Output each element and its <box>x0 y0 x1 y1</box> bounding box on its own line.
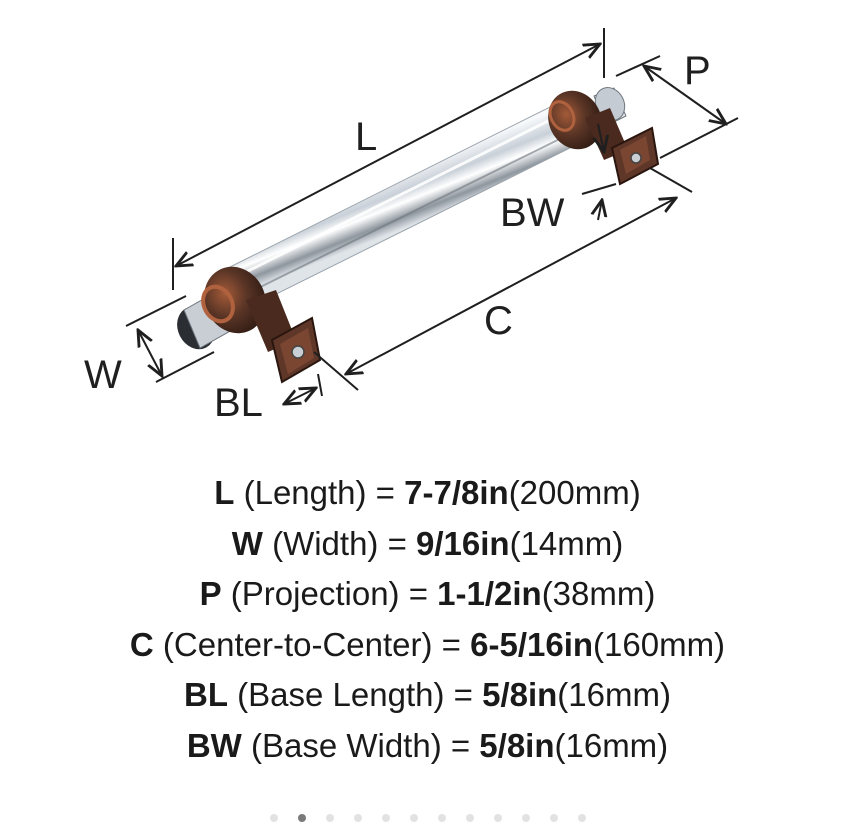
carousel-dot[interactable] <box>325 814 334 822</box>
spec-name: (Center-to-Center) = <box>153 625 471 663</box>
label-P: P <box>684 49 711 93</box>
carousel-dot[interactable] <box>521 814 530 822</box>
spec-metric: (16mm) <box>557 676 671 713</box>
left-post <box>201 266 322 384</box>
carousel-dot[interactable] <box>577 814 586 822</box>
spec-name: (Length) = <box>234 474 405 511</box>
spec-abbr: W <box>231 524 263 562</box>
spec-imperial: 9/16in <box>416 524 510 562</box>
spec-abbr: P <box>199 575 222 612</box>
spec-imperial: 5/8in <box>482 676 558 713</box>
label-BL: BL <box>214 381 263 425</box>
label-W: W <box>84 353 122 397</box>
spec-abbr: BW <box>186 726 242 764</box>
spec-projection: P (Projection) = 1-1/2in(38mm) <box>0 569 855 620</box>
spec-imperial: 7-7/8in <box>404 474 509 511</box>
carousel-dot[interactable] <box>381 814 390 822</box>
carousel-dot[interactable] <box>493 814 502 822</box>
spec-metric: (38mm) <box>541 575 656 612</box>
carousel-dot[interactable] <box>353 814 362 822</box>
spec-metric: (200mm) <box>508 474 641 511</box>
spec-name: (Base Width) = <box>241 726 480 764</box>
carousel-indicator[interactable] <box>0 814 855 823</box>
spec-metric: (16mm) <box>554 726 669 764</box>
spec-base-length: BL (Base Length) = 5/8in(16mm) <box>0 670 855 721</box>
label-BW: BW <box>500 191 565 235</box>
spec-base-width: BW (Base Width) = 5/8in(16mm) <box>0 721 855 772</box>
spec-name: (Base Length) = <box>228 676 483 713</box>
spec-abbr: BL <box>184 676 229 713</box>
spec-metric: (14mm) <box>509 524 624 562</box>
pull-dimension-diagram: L P BW C W BL <box>84 28 739 425</box>
spec-length: L (Length) = 7-7/8in(200mm) <box>0 468 855 519</box>
spec-imperial: 6-5/16in <box>470 625 594 663</box>
dimension-lines <box>125 28 739 404</box>
spec-imperial: 1-1/2in <box>437 575 542 612</box>
spec-width: W (Width) = 9/16in(14mm) <box>0 519 855 570</box>
carousel-dot[interactable] <box>465 814 474 822</box>
spec-abbr: L <box>214 474 235 511</box>
spec-imperial: 5/8in <box>479 726 555 764</box>
carousel-dot[interactable] <box>297 814 306 822</box>
specifications-list: L (Length) = 7-7/8in(200mm) W (Width) = … <box>0 468 855 771</box>
carousel-dot[interactable] <box>437 814 446 822</box>
label-C: C <box>484 299 513 343</box>
label-L: L <box>355 115 377 159</box>
spec-center-to-center: C (Center-to-Center) = 6-5/16in(160mm) <box>0 620 855 671</box>
carousel-dot[interactable] <box>409 814 418 822</box>
spec-name: (Width) = <box>262 524 417 562</box>
carousel-dot[interactable] <box>269 814 278 822</box>
spec-abbr: C <box>129 625 154 663</box>
spec-metric: (160mm) <box>593 625 726 663</box>
carousel-dot[interactable] <box>549 814 558 822</box>
spec-name: (Projection) = <box>221 575 438 612</box>
